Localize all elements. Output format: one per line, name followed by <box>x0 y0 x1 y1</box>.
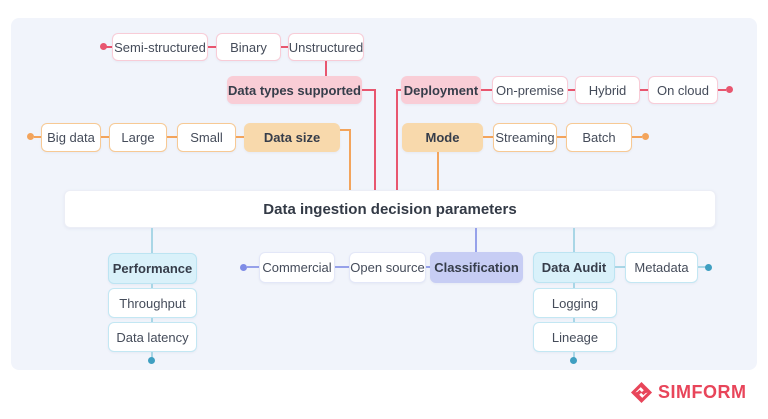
connector-line <box>640 89 648 91</box>
node-label: Open source <box>350 260 425 275</box>
connector-line <box>374 89 376 190</box>
connector-line <box>698 266 706 268</box>
branch-endpoint-dot <box>570 357 577 364</box>
node-label: Binary <box>230 39 267 55</box>
node-binary: Binary <box>216 33 281 61</box>
connector-line <box>281 46 288 48</box>
node-center-title: Data ingestion decision parameters <box>64 190 716 228</box>
connector-line <box>101 136 109 138</box>
node-label: Data Audit <box>541 260 607 275</box>
node-logging: Logging <box>533 288 617 318</box>
node-throughput: Throughput <box>108 288 197 318</box>
branch-endpoint-dot <box>705 264 712 271</box>
center-title-label: Data ingestion decision parameters <box>263 200 517 218</box>
node-label: On-premise <box>496 82 564 98</box>
node-metadata: Metadata <box>625 252 698 283</box>
connector-line <box>481 89 492 91</box>
node-label: Deployment <box>403 82 479 98</box>
connector-line <box>151 318 153 322</box>
connector-line <box>615 266 625 268</box>
node-label: Performance <box>112 261 193 276</box>
node-label: Throughput <box>119 295 186 311</box>
connector-line <box>151 352 153 358</box>
node-big-data: Big data <box>41 123 101 152</box>
connector-line <box>247 266 259 268</box>
connector-line <box>151 228 153 253</box>
node-data-types-supported: Data types supported <box>227 76 362 104</box>
node-streaming: Streaming <box>493 123 557 152</box>
branch-endpoint-dot <box>27 133 34 140</box>
node-label: Big data <box>47 130 95 145</box>
node-label: Semi-structured <box>114 39 206 55</box>
connector-line <box>718 89 726 91</box>
node-label: Lineage <box>551 329 599 345</box>
connector-line <box>208 46 216 48</box>
connector-line <box>151 284 153 288</box>
connector-line <box>568 89 575 91</box>
node-performance: Performance <box>108 253 197 284</box>
node-label: On cloud <box>656 82 710 98</box>
node-on-cloud: On cloud <box>648 76 718 104</box>
connector-line <box>426 266 430 268</box>
node-classification: Classification <box>430 252 523 283</box>
connector-line <box>573 283 575 288</box>
node-label: Commercial <box>262 260 332 275</box>
node-open-source: Open source <box>349 252 426 283</box>
connector-line <box>396 89 401 91</box>
branch-endpoint-dot <box>726 86 733 93</box>
node-label: Batch <box>582 130 616 145</box>
connector-line <box>475 228 477 252</box>
node-label: Mode <box>425 130 460 145</box>
node-unstructured: Unstructured <box>288 33 364 61</box>
connector-line <box>335 266 349 268</box>
connector-line <box>362 89 376 91</box>
node-data-audit: Data Audit <box>533 252 615 283</box>
branch-endpoint-dot <box>240 264 247 271</box>
connector-line <box>632 136 642 138</box>
node-label: Classification <box>434 260 519 275</box>
node-label: Data latency <box>116 329 189 345</box>
branch-endpoint-dot <box>642 133 649 140</box>
connector-line <box>483 136 493 138</box>
node-data-size: Data size <box>244 123 340 152</box>
node-mode: Mode <box>402 123 483 152</box>
node-lineage: Lineage <box>533 322 617 352</box>
node-semi-structured: Semi-structured <box>112 33 208 61</box>
connector-line <box>573 318 575 322</box>
connector-line <box>325 61 327 76</box>
connector-line <box>349 129 351 190</box>
connector-line <box>573 228 575 252</box>
node-hybrid: Hybrid <box>575 76 640 104</box>
connector-line <box>573 352 575 358</box>
connector-line <box>340 129 351 131</box>
node-label: Unstructured <box>288 39 364 55</box>
node-label: Hybrid <box>588 82 627 98</box>
simform-logo: SIMFORM <box>630 381 747 404</box>
node-label: Large <box>121 130 155 145</box>
branch-endpoint-dot <box>148 357 155 364</box>
node-small: Small <box>177 123 236 152</box>
branch-endpoint-dot <box>100 43 107 50</box>
simform-logo-text: SIMFORM <box>658 382 747 402</box>
node-batch: Batch <box>566 123 632 152</box>
node-on-premise: On-premise <box>492 76 568 104</box>
node-label: Data types supported <box>228 82 361 98</box>
connector-line <box>34 136 41 138</box>
connector-line <box>167 136 177 138</box>
connector-line <box>437 152 439 190</box>
node-label: Metadata <box>634 260 689 275</box>
node-label: Logging <box>551 295 599 311</box>
connector-line <box>557 136 566 138</box>
node-large: Large <box>109 123 167 152</box>
connector-line <box>236 136 244 138</box>
node-label: Streaming <box>495 130 555 145</box>
node-deployment: Deployment <box>401 76 481 104</box>
node-label: Small <box>190 130 223 145</box>
node-commercial: Commercial <box>259 252 335 283</box>
connector-line <box>106 46 112 48</box>
node-data-latency: Data latency <box>108 322 197 352</box>
simform-logo-icon <box>630 381 653 404</box>
node-label: Data size <box>263 130 321 145</box>
connector-line <box>396 89 398 190</box>
